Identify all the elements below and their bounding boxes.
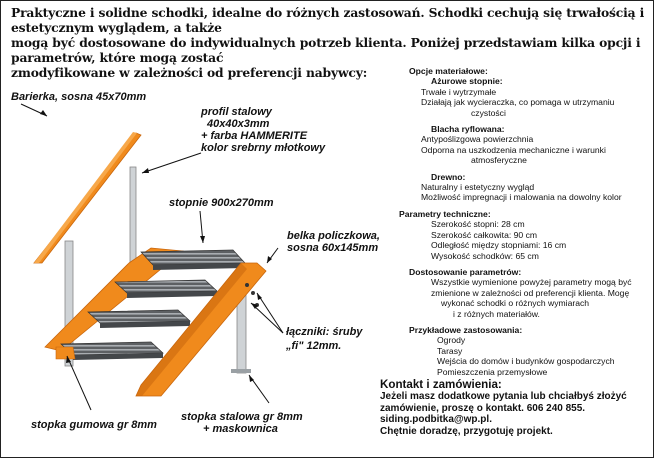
spec-item: Wysokość schodków: 65 cm <box>431 250 539 261</box>
right-post-foot <box>231 369 251 373</box>
stringer-front-shade <box>136 263 247 396</box>
label-handrail: Barierka, sosna 45x70mm <box>11 91 147 103</box>
intro-line: Praktyczne i solidne schodki, idealne do… <box>11 5 645 35</box>
spec-item: Ogrody <box>437 335 466 346</box>
spec-item: Szerokość stopni: 28 cm <box>431 219 525 230</box>
tread-3 <box>114 279 218 298</box>
label-line: + maskownica <box>203 423 278 435</box>
tread-1 <box>60 341 164 360</box>
spec-item: Wejścia do domów i budynków gospodarczyc… <box>437 356 615 367</box>
spec-item: Szerokość całkowita: 90 cm <box>431 229 538 240</box>
section-title: Przykładowe zastosowania: <box>409 324 523 335</box>
section-title: Opcje materiałowe: <box>409 66 488 76</box>
label-line: łączniki: śruby <box>286 326 363 338</box>
stringer-left <box>55 346 76 360</box>
spec-item: Możliwość impregnacji i malowania na dow… <box>421 192 622 203</box>
intro-paragraph: Praktyczne i solidne schodki, idealne do… <box>11 5 647 80</box>
section-title: Parametry techniczne: <box>399 208 491 219</box>
section-title: Dostosowanie parametrów: <box>409 266 522 277</box>
spec-line: i z różnych materiałów. <box>453 308 540 319</box>
subsection-title: Drewno: <box>431 171 466 182</box>
annotation-arrowheads <box>40 110 272 382</box>
spec-item: Antypoślizgowa powierzchnia <box>421 134 534 145</box>
label-line: profil stalowy <box>201 106 272 118</box>
tread-2 <box>87 309 191 328</box>
subsection-title: Blacha ryflowana: <box>431 124 505 135</box>
label-stringer: belka policzkowa, sosna 60x145mm <box>287 230 380 254</box>
handrail-top <box>34 132 137 263</box>
label-line: + farba HAMMERITE <box>201 130 308 142</box>
spec-item: atmosferyczne <box>471 155 527 166</box>
label-line: belka policzkowa, <box>287 230 380 242</box>
label-rubber-foot: stopka gumowa gr 8mm <box>31 419 157 431</box>
intro-line: zmodyfikowane w zależności od preferencj… <box>11 65 368 80</box>
contact-title: Kontakt i zamówienia: <box>380 378 502 391</box>
bolt <box>251 291 255 295</box>
label-line: stopka stalowa gr 8mm <box>181 411 303 423</box>
label-steel-foot: stopka stalowa gr 8mm + maskownica <box>181 411 303 435</box>
label-line: „fi" 12mm. <box>286 340 342 352</box>
spec-item: Odległość między stopniami: 16 cm <box>431 240 567 251</box>
label-line: sosna 60x145mm <box>287 242 379 254</box>
contact-line: Jeżeli masz dodatkowe pytania lub chciał… <box>380 391 627 402</box>
steel-post-front <box>64 240 74 367</box>
contact-line: zamówienie, proszę o kontakt. 606 240 85… <box>380 402 586 414</box>
contact-line: Chętnie doradzę, przygotuję projekt. <box>380 425 553 437</box>
label-line: kolor srebrny młotkowy <box>201 142 326 154</box>
spec-item: Trwałe i wytrzymałe <box>421 86 497 97</box>
spec-item: Pomieszczenia przemysłowe <box>437 366 548 377</box>
subsection-title: Ażurowe stopnie: <box>431 76 503 87</box>
spec-item: Działają jak wycieraczka, co pomaga w ut… <box>421 97 615 108</box>
bolt <box>245 283 249 287</box>
spec-item: czystości <box>471 107 506 118</box>
label-treads: stopnie 900x270mm <box>169 197 274 209</box>
label-steel-profile: profil stalowy 40x40x3mm + farba HAMMERI… <box>201 106 325 154</box>
spec-line: zmienione w zależności od preferencji kl… <box>431 287 630 298</box>
contact-section: Kontakt i zamówienia: Jeżeli masz dodatk… <box>380 378 650 437</box>
tread-4 <box>140 249 246 270</box>
spec-line: Wszystkie wymienione powyżej parametry m… <box>431 277 632 288</box>
spec-item: Odporna na uszkodzenia mechaniczne i war… <box>421 144 606 155</box>
annotation-arrows <box>20 103 284 411</box>
contact-email: siding.podbitka@wp.pl. <box>380 414 492 426</box>
spec-item: Tarasy <box>437 345 463 356</box>
label-line: 40x40x3mm <box>207 118 270 130</box>
spec-panel: Opcje materiałowe: Ażurowe stopnie: Trwa… <box>399 66 649 377</box>
label-fasteners: łączniki: śruby „fi" 12mm. <box>286 325 362 353</box>
spec-item: Naturalny i estetyczny wygląd <box>421 182 535 193</box>
spec-line: wykonać schodki o różnych wymiarach <box>441 298 590 309</box>
intro-line: mogą być dostosowane do indywidualnych p… <box>11 35 641 65</box>
stringer-back <box>44 247 185 352</box>
